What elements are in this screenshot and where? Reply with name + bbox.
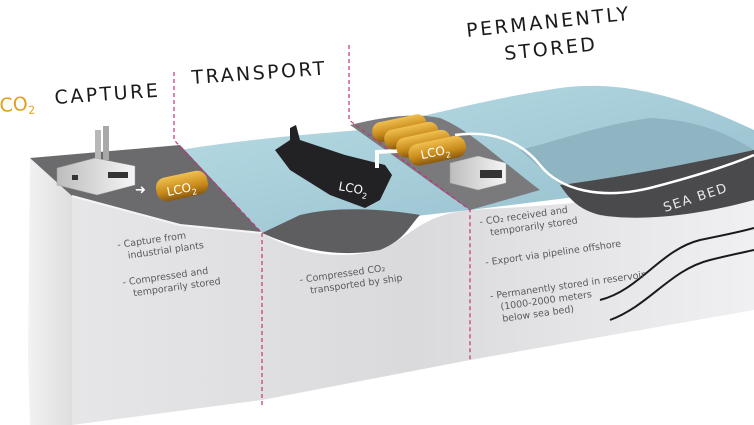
- ship-lco2-sub: 2: [361, 191, 368, 201]
- heading-transport: TRANSPORT: [190, 58, 328, 89]
- lco2-sub: 2: [191, 187, 198, 197]
- capture-land-edge: [71, 195, 263, 234]
- storage-lco2-sub: 2: [445, 150, 452, 160]
- pipeline: [454, 132, 754, 195]
- heading-co2-sub: 2: [28, 104, 36, 117]
- svg-text:LCO2: LCO2: [166, 179, 198, 202]
- svg-text:LCO2: LCO2: [337, 179, 369, 201]
- divider-transport-storage: [348, 45, 471, 360]
- reservoir-curve-1: [599, 227, 754, 301]
- sea-bed-band: [560, 150, 754, 218]
- svg-text:LCO2: LCO2: [419, 142, 451, 165]
- heading-capture: CAPTURE: [54, 80, 161, 109]
- lco2-tank-capture: [155, 170, 209, 202]
- reservoir-curve-2: [609, 249, 754, 321]
- storage-lco2-label: LCO: [419, 143, 446, 162]
- heading-stored: STORED: [503, 33, 598, 65]
- divider-capture-transport: [173, 72, 263, 405]
- svg-text:CO2: CO2: [0, 93, 36, 119]
- block-left-face: [28, 158, 72, 425]
- factory-icon: [56, 126, 136, 196]
- storage-building-icon: [449, 155, 507, 191]
- heading-permanently: PERMANENTLY: [465, 3, 632, 42]
- ship-icon: [275, 125, 392, 208]
- ship-lco2-label: LCO: [337, 179, 364, 197]
- arrow-icon: ➜: [135, 183, 146, 198]
- lco2-label: LCO: [166, 180, 193, 199]
- transport-trough: [262, 209, 420, 254]
- heading-co2: CO: [0, 93, 29, 117]
- block-front-face: [72, 170, 754, 425]
- lco2-tanks-storage: [372, 114, 466, 166]
